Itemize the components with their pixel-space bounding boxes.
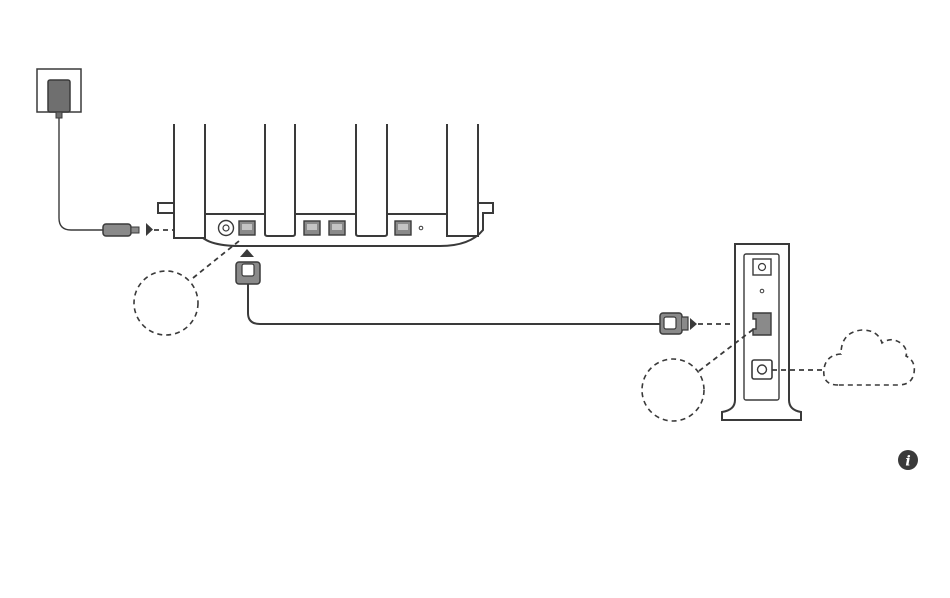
dc-plug xyxy=(103,223,153,236)
modem-coaxial-port xyxy=(752,360,772,379)
router-wan-port-callout xyxy=(134,271,198,335)
router-power-port xyxy=(219,221,234,236)
router-body xyxy=(158,203,493,246)
modem xyxy=(722,244,801,420)
svg-text:i: i xyxy=(905,454,910,470)
arrow-up-icon xyxy=(240,249,254,257)
internet-cloud xyxy=(824,330,915,385)
arrow-right-icon xyxy=(690,318,697,330)
router-lan-port-1 xyxy=(304,221,320,235)
antenna-1 xyxy=(174,123,205,238)
antenna-4 xyxy=(447,123,478,236)
router-lan-port-3 xyxy=(395,221,411,235)
router-lan-port-2 xyxy=(329,221,345,235)
adapter-neck xyxy=(56,112,62,118)
modem-ethernet-port-callout xyxy=(642,359,704,421)
modem-ethernet-port xyxy=(753,313,771,335)
router-wan-port xyxy=(239,221,255,235)
antenna-3 xyxy=(356,123,387,236)
router-ethernet-plug xyxy=(236,262,260,284)
router xyxy=(158,122,493,246)
antenna-2 xyxy=(265,123,295,236)
modem-ethernet-plug xyxy=(660,313,697,334)
power-cable xyxy=(59,118,103,230)
ethernet-cable xyxy=(248,284,660,324)
power-adapter-body xyxy=(48,80,70,112)
modem-power-button xyxy=(753,259,771,275)
arrow-right-icon xyxy=(146,223,153,236)
info-icon[interactable]: i xyxy=(898,450,918,470)
power-adapter xyxy=(37,69,81,118)
